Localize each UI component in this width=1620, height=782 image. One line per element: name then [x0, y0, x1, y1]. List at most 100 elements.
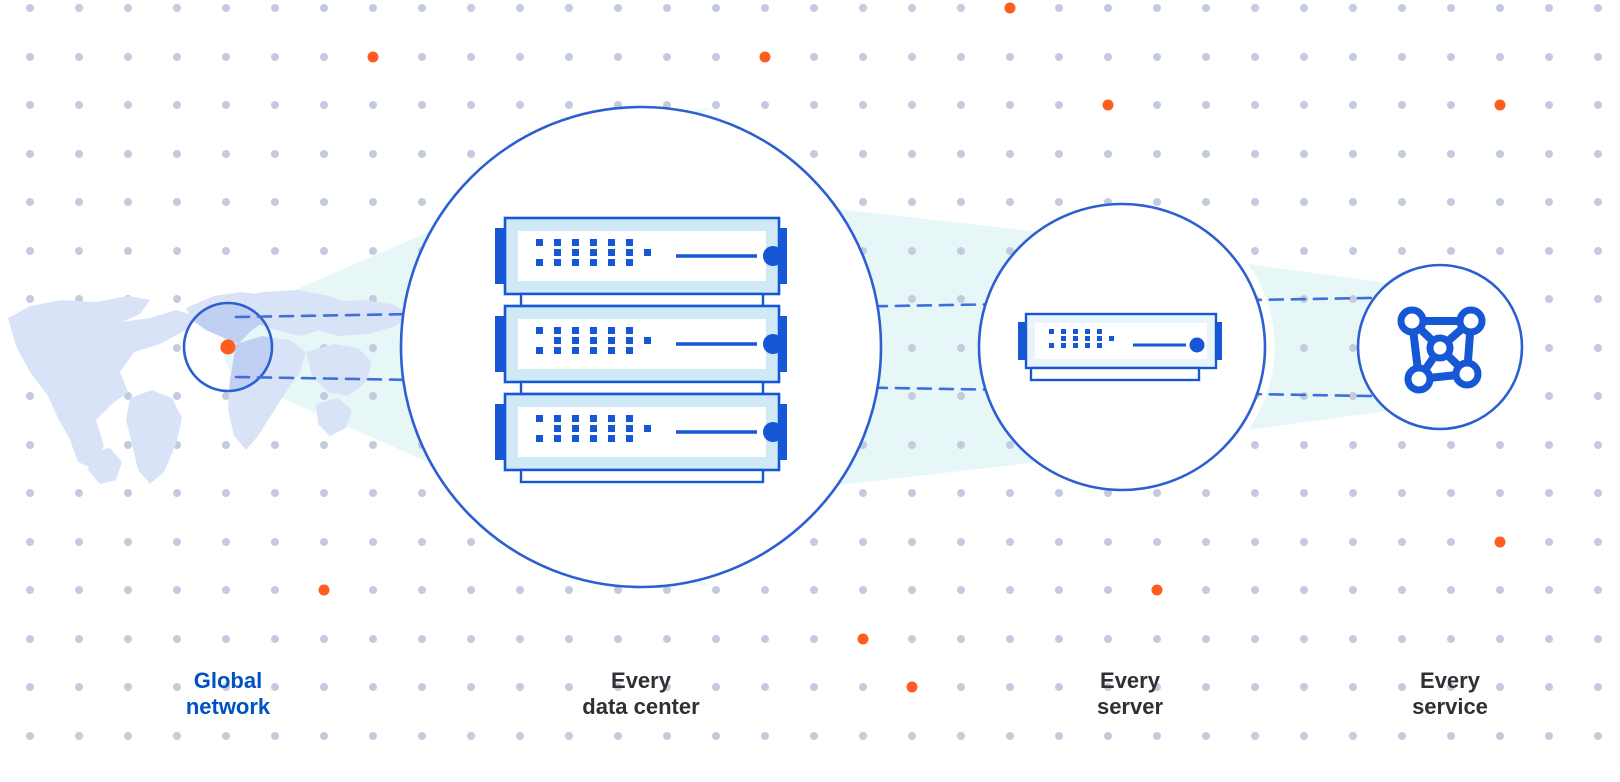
grid-dot	[957, 489, 965, 497]
grid-dot	[1594, 392, 1602, 400]
grid-dot	[957, 683, 965, 691]
grid-dot	[124, 101, 132, 109]
grid-dot	[614, 683, 622, 691]
grid-dot	[320, 635, 328, 643]
grid-dot	[908, 150, 916, 158]
grid-dot	[369, 441, 377, 449]
grid-dot	[320, 198, 328, 206]
grid-dot	[1545, 586, 1553, 594]
grid-dot	[1349, 53, 1357, 61]
grid-dot	[1300, 344, 1308, 352]
grid-dot	[173, 392, 181, 400]
grid-dot	[1447, 4, 1455, 12]
grid-dot	[75, 586, 83, 594]
grid-dot	[1055, 198, 1063, 206]
grid-dot	[663, 635, 671, 643]
grid-dot	[369, 489, 377, 497]
vent-dots	[1049, 329, 1114, 348]
grid-dot	[908, 489, 916, 497]
grid-dot	[1104, 538, 1112, 546]
status-led	[1189, 337, 1205, 353]
grid-dot	[957, 150, 965, 158]
grid-dot	[1300, 198, 1308, 206]
grid-dot	[565, 4, 573, 12]
grid-dot	[467, 635, 475, 643]
grid-dot	[271, 586, 279, 594]
grid-dot	[614, 53, 622, 61]
grid-dot	[810, 586, 818, 594]
grid-dot	[1202, 101, 1210, 109]
grid-dot	[1153, 489, 1161, 497]
grid-dot	[614, 586, 622, 594]
status-led	[763, 422, 783, 442]
grid-dot	[467, 538, 475, 546]
grid-dot	[1349, 344, 1357, 352]
grid-dot	[1300, 53, 1308, 61]
grid-dot	[761, 635, 769, 643]
grid-dot	[1545, 247, 1553, 255]
grid-dot	[859, 489, 867, 497]
grid-dot	[565, 732, 573, 740]
grid-dot	[761, 732, 769, 740]
grid-dot	[1496, 150, 1504, 158]
grid-dot	[271, 489, 279, 497]
grid-dot	[320, 247, 328, 255]
grid-dot	[1594, 247, 1602, 255]
grid-dot	[26, 732, 34, 740]
grid-dot	[222, 198, 230, 206]
grid-dot	[173, 53, 181, 61]
grid-dot	[1006, 586, 1014, 594]
grid-dot	[859, 101, 867, 109]
grid-dot-accent	[1494, 99, 1506, 111]
grid-dot	[1202, 586, 1210, 594]
grid-dot	[859, 150, 867, 158]
grid-dot	[1202, 53, 1210, 61]
grid-dot	[1545, 441, 1553, 449]
grid-dot	[810, 538, 818, 546]
grid-dot	[1398, 441, 1406, 449]
grid-dot	[1104, 635, 1112, 643]
grid-dot	[1202, 150, 1210, 158]
status-led	[763, 334, 783, 354]
grid-dot	[467, 586, 475, 594]
grid-dot	[614, 4, 622, 12]
grid-dot	[173, 150, 181, 158]
grid-dot	[810, 635, 818, 643]
grid-dot	[1251, 150, 1259, 158]
grid-dot	[320, 441, 328, 449]
grid-dot	[1594, 53, 1602, 61]
grid-dot	[859, 538, 867, 546]
grid-dot	[418, 4, 426, 12]
grid-dot	[222, 392, 230, 400]
grid-dot	[369, 635, 377, 643]
grid-dot	[222, 150, 230, 158]
grid-dot	[173, 683, 181, 691]
grid-dot	[124, 150, 132, 158]
grid-dot	[26, 683, 34, 691]
grid-dot	[26, 247, 34, 255]
grid-dot	[957, 53, 965, 61]
grid-dot	[1398, 150, 1406, 158]
grid-dot	[1202, 683, 1210, 691]
grid-dot	[124, 247, 132, 255]
grid-dot	[1300, 683, 1308, 691]
grid-dot	[859, 198, 867, 206]
grid-dot	[1545, 538, 1553, 546]
grid-dot	[1251, 489, 1259, 497]
grid-dot	[1349, 732, 1357, 740]
grid-dot	[75, 538, 83, 546]
grid-dot	[75, 732, 83, 740]
grid-dot	[1496, 635, 1504, 643]
grid-dot	[75, 489, 83, 497]
grid-dot	[124, 683, 132, 691]
grid-dot	[712, 683, 720, 691]
grid-dot	[1447, 247, 1455, 255]
grid-dot	[26, 295, 34, 303]
grid-dot	[124, 586, 132, 594]
grid-dot	[369, 4, 377, 12]
grid-dot	[1594, 295, 1602, 303]
grid-dot	[1496, 198, 1504, 206]
grid-dot	[418, 150, 426, 158]
grid-dot	[1447, 198, 1455, 206]
